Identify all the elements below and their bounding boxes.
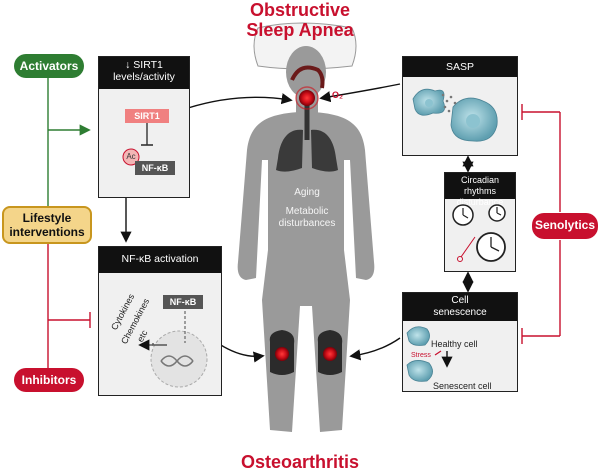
clock-icon [488,204,506,222]
inhibitors-pill: Inhibitors [14,368,84,392]
senescent-cell-icon [406,360,433,382]
clock-icon [476,232,506,262]
circadian-header-line2: disturbance [456,197,504,207]
o2-label: O₂ [332,90,343,100]
sirt1-header-line1: ↓ SIRT1 [125,59,163,71]
lifestyle-line2: interventions [9,225,85,239]
knee-joint-left-icon [269,330,295,375]
sasp-cells-icon [412,88,498,142]
senescent-cell-label: Senescent cell [433,381,492,391]
clocks-icon [452,204,506,262]
title-bottom: Osteoarthritis [240,452,360,472]
pillow-icon [253,22,357,70]
metabolic-label: Metabolic disturbances [262,206,352,230]
pendulum-icon [457,236,476,262]
throat-inflammation-icon [295,86,319,110]
nfkb-chip: NF-κB [163,295,203,309]
senolytics-pill: Senolytics [532,213,598,239]
healthy-cell-icon [406,326,430,346]
senolytics-connector [521,104,561,344]
activators-connector [47,72,91,206]
senescence-cells-icon [406,326,453,382]
lifestyle-line1: Lifestyle [22,211,72,225]
lifestyle-interventions-pill: Lifestyle interventions [2,206,92,244]
nfkb-activation-box: NF-κB activation NF-κB Cytokines Chemoki… [98,246,222,396]
lungs-icon [276,129,338,172]
title-top: Obstructive Sleep Apnea [0,0,600,40]
arrow-sasp-to-throat [319,83,401,103]
ac-label: Ac [126,152,136,161]
stress-label: Stress [411,352,431,359]
dna-nucleus-icon [138,311,208,388]
sirt1-box: ↓ SIRT1 levels/activity SIRT1 Ac NF-κB [98,56,190,198]
inhibitors-connector [47,244,91,370]
circadian-rhythms-box: Circadian rhythms disturbance [444,172,516,272]
senescence-box-header: Cell senescence [403,293,517,321]
title-top-line1: Obstructive [249,0,351,20]
aging-label: Aging [294,187,320,198]
metabolic-line1: Metabolic [285,206,329,217]
circadian-box-header: Circadian rhythms disturbance [445,173,515,207]
sirt1-header-line2: levels/activity [113,71,175,83]
healthy-cell-label: Healthy cell [431,339,478,349]
sirt1-chip: SIRT1 [125,109,169,123]
sirt1-nfkb-chip: NF-κB [135,161,175,175]
clock-icon [452,204,474,226]
sirt1-box-header: ↓ SIRT1 levels/activity [99,57,189,89]
circadian-header-line1: Circadian rhythms [460,175,500,196]
sirt1-inhibit-line [122,123,153,166]
senescence-header-line2: senescence [433,307,487,318]
senescence-header-line1: Cell [451,295,469,306]
cell-senescence-box: Cell senescence Healthy cell Stress Sene… [402,292,518,392]
nfkb-box-header: NF-κB activation [99,247,221,273]
activators-pill: Activators [14,54,84,78]
arrow-throat-to-sirt1 [187,93,293,109]
title-top-line2: Sleep Apnea [246,20,354,40]
arrow-senescence-to-knee [349,337,401,361]
sasp-box-header: SASP [403,57,517,77]
knee-joint-right-icon [317,330,343,375]
metabolic-line2: disturbances [278,218,336,229]
sasp-box: SASP [402,56,518,156]
